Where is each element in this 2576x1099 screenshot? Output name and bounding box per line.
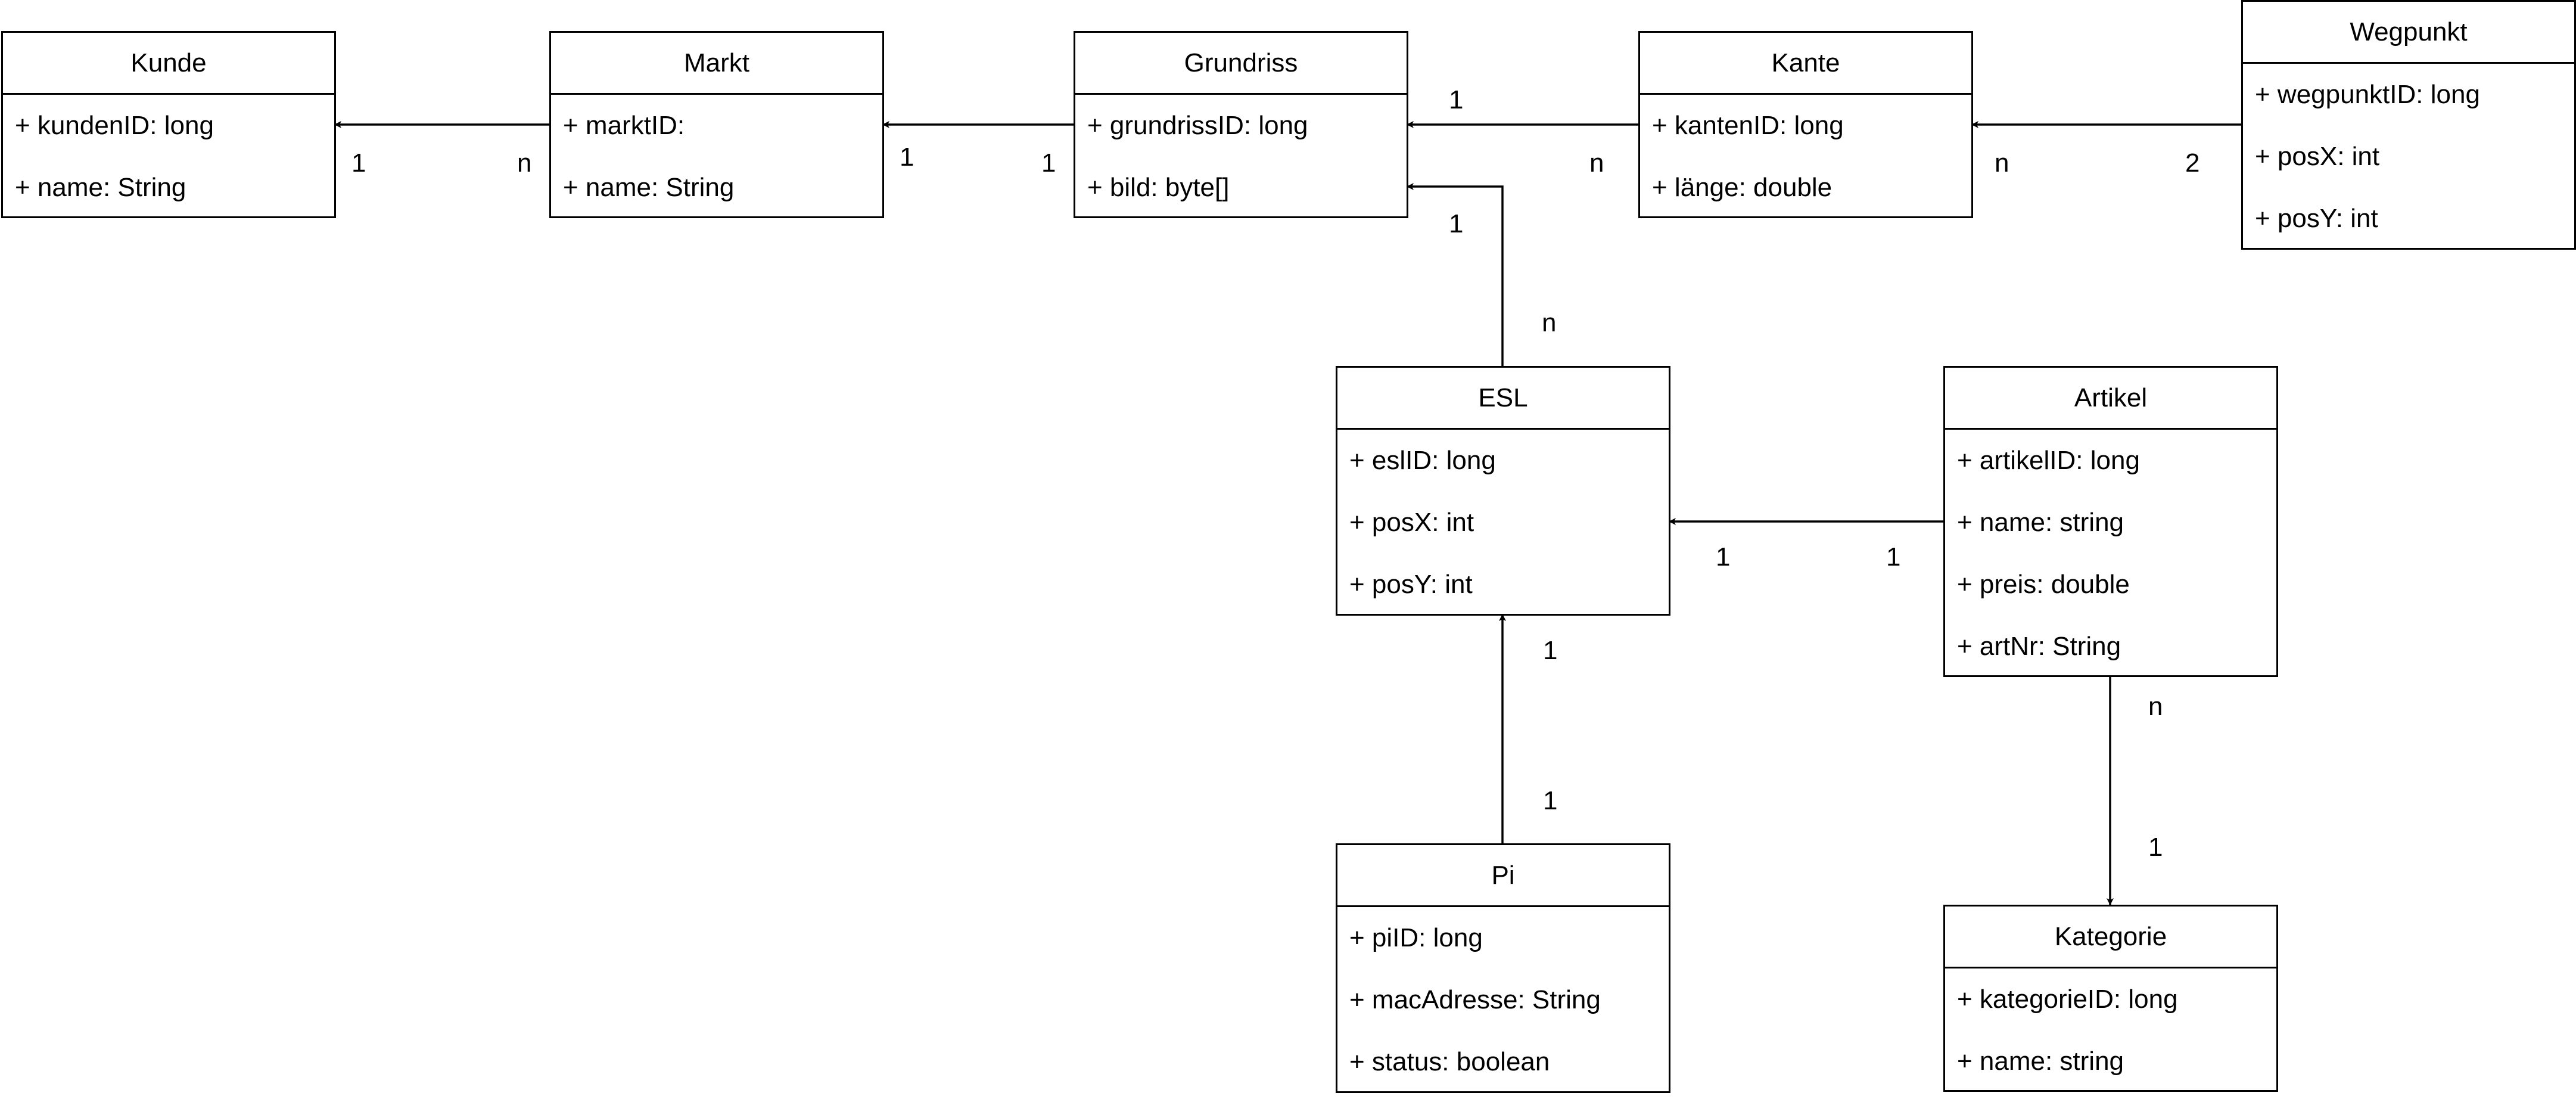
class-pi: Pi + piID: long + macAdresse: String + s… — [1336, 843, 1670, 1093]
multiplicity-grundriss-side: 1 — [1449, 85, 1464, 114]
multiplicity-artikel-side: 1 — [1886, 542, 1901, 572]
class-attribute: + piID: long — [1349, 923, 1483, 952]
multiplicity-markt-side: 1 — [900, 142, 914, 172]
class-attribute: + eslID: long — [1349, 446, 1496, 475]
class-name: Pi — [1337, 845, 1669, 907]
multiplicity-wegpunkt-side: 2 — [2185, 148, 2200, 178]
class-esl: ESL + eslID: long + posX: int + posY: in… — [1336, 366, 1670, 616]
class-attribute: + preis: double — [1957, 570, 2130, 599]
class-attribute: + marktID: — [563, 111, 685, 140]
multiplicity-artikel-side: n — [2148, 692, 2163, 721]
class-kante: Kante + kantenID: long + länge: double — [1638, 31, 1973, 218]
class-name: Grundriss — [1075, 33, 1407, 95]
class-attribute: + macAdresse: String — [1349, 985, 1601, 1014]
class-grundriss: Grundriss + grundrissID: long + bild: by… — [1074, 31, 1408, 218]
multiplicity-grundriss-side: 1 — [1449, 209, 1464, 238]
class-attribute: + posY: int — [2255, 204, 2378, 233]
class-attribute: + kundenID: long — [15, 111, 214, 140]
multiplicity-kategorie-side: 1 — [2148, 833, 2163, 862]
class-attribute: + name: String — [563, 173, 735, 202]
class-attribute: + name: string — [1957, 1047, 2124, 1076]
multiplicity-esl-side: 1 — [1543, 636, 1558, 665]
class-name: Artikel — [1945, 368, 2276, 430]
class-attribute: + status: boolean — [1349, 1047, 1550, 1076]
class-attribute: + artNr: String — [1957, 632, 2121, 661]
class-name: ESL — [1337, 368, 1669, 430]
multiplicity-pi-side: 1 — [1543, 786, 1558, 815]
multiplicity-esl-side: 1 — [1716, 542, 1731, 572]
class-name: Markt — [551, 33, 882, 95]
class-attribute: + kategorieID: long — [1957, 985, 2178, 1014]
class-attribute: + länge: double — [1652, 173, 1833, 202]
multiplicity-kunde-side: 1 — [351, 148, 366, 178]
class-wegpunkt: Wegpunkt + wegpunktID: long + posX: int … — [2241, 0, 2576, 250]
class-attribute: + name: string — [1957, 508, 2124, 537]
multiplicity-grundriss-side: 1 — [1041, 148, 1056, 178]
class-attribute: + posY: int — [1349, 570, 1473, 599]
class-attribute: + posX: int — [2255, 142, 2380, 171]
multiplicity-kante-side: n — [1589, 148, 1604, 178]
class-attribute: + wegpunktID: long — [2255, 80, 2480, 109]
class-artikel: Artikel + artikelID: long + name: string… — [1943, 366, 2278, 677]
class-kategorie: Kategorie + kategorieID: long + name: st… — [1943, 905, 2278, 1092]
multiplicity-kante-side: n — [1995, 148, 2009, 178]
multiplicity-markt-side: n — [517, 148, 532, 178]
class-name: Kante — [1640, 33, 1971, 95]
class-name: Kunde — [3, 33, 334, 95]
multiplicity-esl-side: n — [1542, 308, 1557, 337]
class-attribute: + name: String — [15, 173, 186, 202]
class-attribute: + bild: byte[] — [1087, 173, 1230, 202]
class-name: Kategorie — [1945, 906, 2276, 968]
class-attribute: + kantenID: long — [1652, 111, 1844, 140]
class-attribute: + grundrissID: long — [1087, 111, 1308, 140]
class-markt: Markt + marktID: + name: String — [549, 31, 884, 218]
class-name: Wegpunkt — [2243, 2, 2574, 64]
class-attribute: + posX: int — [1349, 508, 1474, 537]
class-attribute: + artikelID: long — [1957, 446, 2140, 475]
association-esl-grundriss — [1407, 183, 1504, 366]
class-kunde: Kunde + kundenID: long + name: String — [1, 31, 336, 218]
